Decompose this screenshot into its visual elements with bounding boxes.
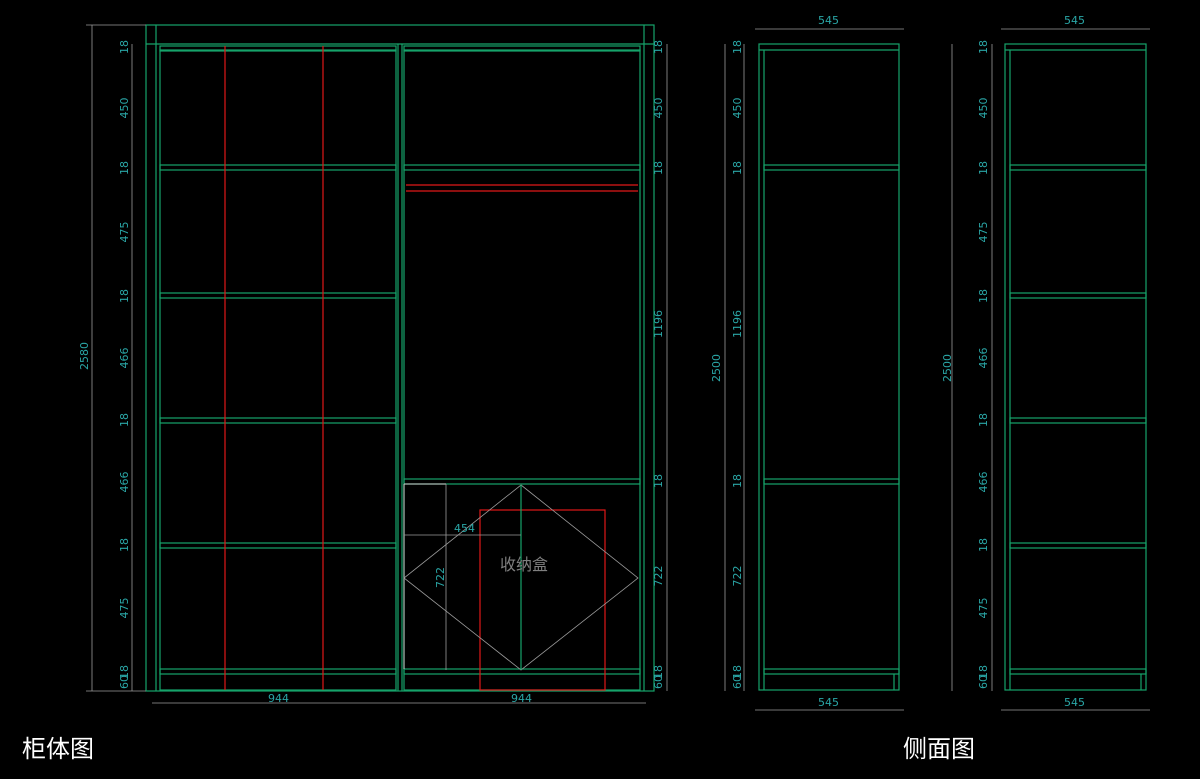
segment-dimension-label: 475 — [118, 598, 131, 619]
shelf — [403, 49, 641, 52]
side-view-1 — [758, 43, 900, 691]
segment-dimension-label: 18 — [652, 474, 665, 488]
segment-dimension-label: 18 — [731, 665, 744, 679]
segment-dimension-label: 18 — [652, 161, 665, 175]
segment-dimension-label: 18 — [118, 665, 131, 679]
side-shelf — [763, 164, 900, 171]
segment-dimension-label: 18 — [118, 289, 131, 303]
segment-dimension-label: 1196 — [731, 310, 744, 338]
segment-dimension-label: 722 — [652, 566, 665, 587]
side2-height: 2500 — [941, 354, 954, 382]
segment-dimension-label: 18 — [118, 161, 131, 175]
side-shelf — [1009, 292, 1147, 299]
side-shelf — [1009, 668, 1147, 675]
segment-dimension-label: 450 — [118, 98, 131, 119]
segment-dimension-label: 466 — [977, 472, 990, 493]
segment-dimension-label: 18 — [118, 413, 131, 427]
segment-dimension-label: 475 — [118, 222, 131, 243]
segment-dimension-label: 18 — [118, 538, 131, 552]
side-view-2 — [1004, 43, 1147, 691]
segment-dimension-label: 18 — [977, 538, 990, 552]
outer-frame — [145, 24, 655, 692]
left-bay — [159, 45, 397, 691]
shelf — [159, 668, 397, 675]
segment-dimension-label: 60 — [977, 675, 990, 689]
segment-dimension-label: 722 — [731, 566, 744, 587]
storage-box: 收纳盒 454 722 — [403, 483, 639, 691]
segment-dimension-label: 18 — [652, 665, 665, 679]
segment-dimension-label: 450 — [652, 98, 665, 119]
segment-dimension-label: 60 — [731, 675, 744, 689]
segment-dimension-label: 466 — [118, 472, 131, 493]
side-frame — [1004, 43, 1147, 691]
side-shelf — [1009, 164, 1147, 171]
segment-dimension-label: 18 — [731, 40, 744, 54]
storage-box-label: 收纳盒 — [500, 555, 548, 574]
side1-top-width: 545 — [818, 14, 839, 27]
shelf — [403, 164, 641, 171]
segment-dimension-label: 18 — [731, 474, 744, 488]
side-shelf — [1009, 417, 1147, 424]
side-view-caption: 侧面图 — [903, 735, 975, 763]
segment-dimension-label: 18 — [977, 161, 990, 175]
front-cabinet: 收纳盒 454 722 — [145, 24, 655, 692]
storage-box-height: 722 — [434, 567, 447, 588]
shelf — [159, 164, 397, 171]
side2-bottom-width: 545 — [1064, 696, 1085, 709]
segment-dimension-label: 18 — [118, 40, 131, 54]
segment-dimension-label: 466 — [118, 348, 131, 369]
front-view-caption: 柜体图 — [22, 735, 94, 763]
segment-dimension-label: 60 — [652, 675, 665, 689]
segment-dimension-label: 18 — [652, 40, 665, 54]
side1-bottom-width: 545 — [818, 696, 839, 709]
side-shelf — [763, 668, 900, 675]
segment-dimension-label: 450 — [731, 98, 744, 119]
shelf — [159, 542, 397, 549]
shelf — [159, 49, 397, 52]
segment-dimension-label: 18 — [977, 665, 990, 679]
segment-dimension-label: 60 — [118, 675, 131, 689]
segment-dimension-label: 18 — [731, 161, 744, 175]
segment-dimension-label: 1196 — [652, 310, 665, 338]
storage-box-width: 454 — [454, 522, 475, 535]
left-shelves — [159, 49, 397, 675]
side-shelf — [763, 478, 900, 485]
shelf — [159, 417, 397, 424]
segment-dimension-label: 475 — [977, 222, 990, 243]
segment-dimension-label: 18 — [977, 413, 990, 427]
side-frame — [758, 43, 900, 691]
segment-dimension-label: 475 — [977, 598, 990, 619]
side1-height: 2500 — [710, 354, 723, 382]
shelf — [159, 292, 397, 299]
segment-dimension-label: 18 — [977, 40, 990, 54]
storage-box-front — [479, 509, 606, 691]
side2-top-width: 545 — [1064, 14, 1085, 27]
segment-dimension-label: 466 — [977, 348, 990, 369]
shelf — [403, 478, 641, 485]
right-width-label: 944 — [511, 692, 532, 705]
segment-dimension-label: 18 — [977, 289, 990, 303]
side-shelf — [1009, 542, 1147, 549]
left-width-label: 944 — [268, 692, 289, 705]
total-height-label: 2580 — [78, 342, 91, 370]
segment-dimension-label: 450 — [977, 98, 990, 119]
